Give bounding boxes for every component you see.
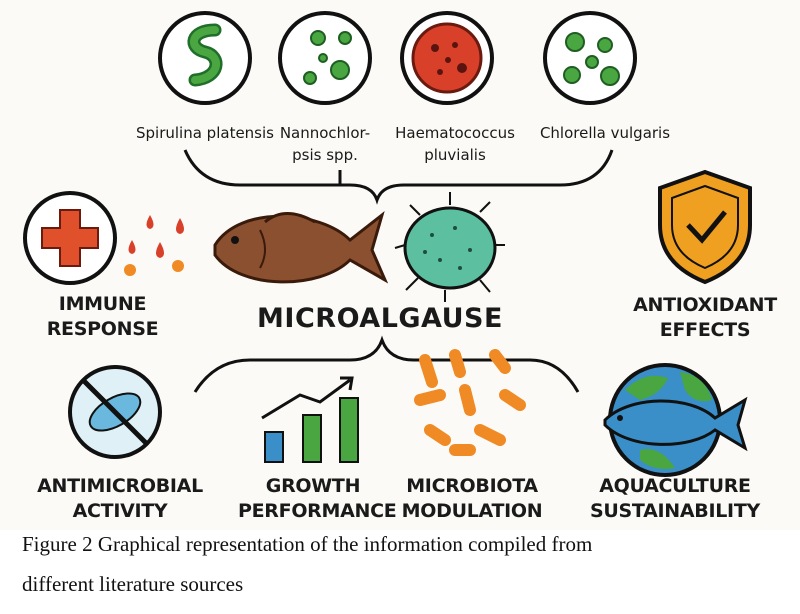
bottom-brace <box>193 335 580 393</box>
immune-cross-icon <box>23 191 117 285</box>
species-label-chlorella: Chlorella vulgaris <box>539 124 671 142</box>
species-label-nannochloropsis-1: Nannochlor- <box>279 124 371 142</box>
shield-check-icon <box>658 169 752 285</box>
aquaculture-label-1: AQUACULTURE <box>599 475 751 497</box>
fish-icon <box>213 210 389 284</box>
nannochloropsis-icon <box>278 11 372 105</box>
blood-drops-icon <box>124 215 184 276</box>
antimicrobial-label-2: ACTIVITY <box>72 500 168 522</box>
earth-fish-icon <box>603 363 748 477</box>
figure-caption-line-2: different literature sources <box>22 572 244 596</box>
microbiota-rods-icon <box>414 349 526 456</box>
microbiota-label-2: MODULATION <box>401 500 543 522</box>
chlorella-icon <box>543 11 637 105</box>
infographic-graphics <box>23 11 752 477</box>
no-bacteria-icon <box>68 365 162 459</box>
growth-label-1: GROWTH <box>265 475 361 497</box>
top-brace <box>183 149 614 205</box>
species-label-nannochloropsis-2: psis spp. <box>292 146 358 164</box>
haematococcus-icon <box>400 11 494 105</box>
antioxidant-label-2: EFFECTS <box>659 319 751 341</box>
antimicrobial-label-1: ANTIMICROBIAL <box>37 475 203 497</box>
antioxidant-label-1: ANTIOXIDANT <box>633 294 777 316</box>
microbiota-label-1: MICROBIOTA <box>406 475 538 497</box>
microbe-icon <box>394 192 505 302</box>
growth-label-2: PERFORMANCE <box>238 500 397 522</box>
figure-caption-line-1: Figure 2 Graphical representation of the… <box>22 532 593 556</box>
species-label-haematococcus-2: pluvialis <box>424 146 486 164</box>
immune-response-label: IMMUNE RESPONSE <box>46 293 159 340</box>
species-label-haematococcus-1: Haematococcus <box>395 124 515 142</box>
species-label-spirulina: Spirulina platensis <box>136 124 274 142</box>
center-title: MICROALGAUSE <box>257 303 503 334</box>
infographic: Spirulina platensis Nannochlor- psis spp… <box>23 11 778 522</box>
growth-chart-icon <box>261 376 359 463</box>
aquaculture-label-2: SUSTAINABILITY <box>590 500 760 522</box>
spirulina-icon <box>158 11 252 105</box>
